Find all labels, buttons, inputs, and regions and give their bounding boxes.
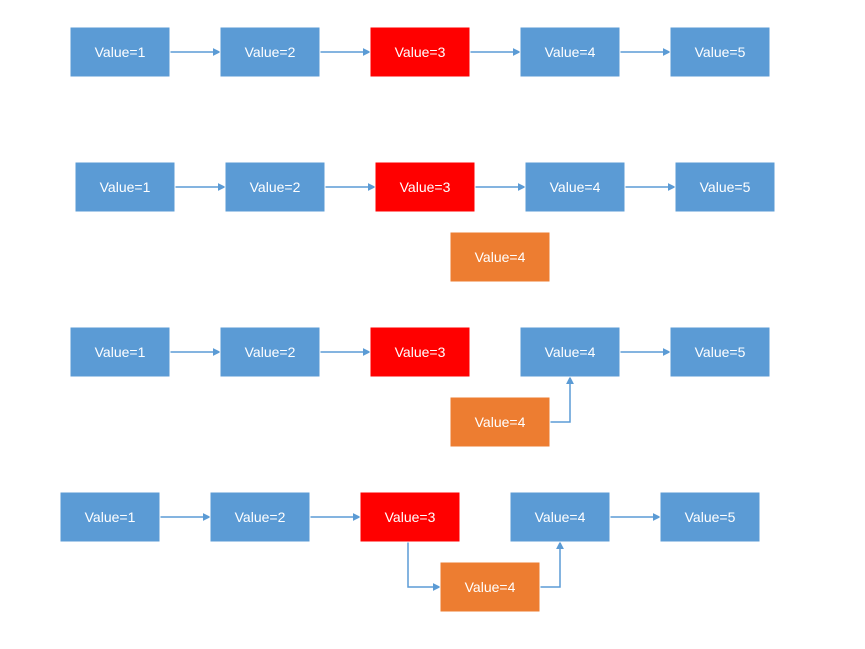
row-4-arrow-4	[540, 541, 564, 588]
node-box	[509, 491, 611, 543]
node-label: Value=4	[465, 579, 516, 595]
node-box	[219, 26, 321, 78]
row-1-node-2: Value=2	[219, 26, 321, 78]
row-3-node-1: Value=1	[69, 326, 171, 378]
row-4-node-5: Value=5	[659, 491, 761, 543]
row-3-node-4: Value=4	[519, 326, 621, 378]
node-label: Value=2	[235, 509, 286, 525]
row-4-node-6-new: Value=4	[439, 561, 541, 613]
row-4-arrow-5	[407, 542, 441, 591]
row-2-node-5: Value=5	[674, 161, 776, 213]
node-box	[359, 491, 461, 543]
node-box	[659, 491, 761, 543]
row-2-node-1: Value=1	[74, 161, 176, 213]
node-box	[59, 491, 161, 543]
node-label: Value=1	[95, 44, 146, 60]
row-2-node-2: Value=2	[224, 161, 326, 213]
node-box	[524, 161, 626, 213]
node-box	[369, 326, 471, 378]
node-label: Value=3	[395, 44, 446, 60]
node-label: Value=4	[550, 179, 601, 195]
node-label: Value=5	[685, 509, 736, 525]
row-3-node-3-target: Value=3	[369, 326, 471, 378]
row-1-node-3-target: Value=3	[369, 26, 471, 78]
row-3-node-5: Value=5	[669, 326, 771, 378]
node-box	[369, 26, 471, 78]
node-box	[519, 326, 621, 378]
node-box	[74, 161, 176, 213]
node-box	[519, 26, 621, 78]
node-label: Value=4	[535, 509, 586, 525]
node-box	[449, 231, 551, 283]
node-label: Value=4	[475, 249, 526, 265]
row-1-node-1: Value=1	[69, 26, 171, 78]
row-4-node-3-target: Value=3	[359, 491, 461, 543]
node-label: Value=1	[95, 344, 146, 360]
node-box	[69, 326, 171, 378]
node-label: Value=4	[545, 344, 596, 360]
node-label: Value=5	[700, 179, 751, 195]
node-label: Value=1	[100, 179, 151, 195]
connectors-layer	[160, 48, 676, 591]
node-box	[439, 561, 541, 613]
node-label: Value=3	[400, 179, 451, 195]
row-1-node-5: Value=5	[669, 26, 771, 78]
node-box	[374, 161, 476, 213]
node-label: Value=3	[385, 509, 436, 525]
node-box	[669, 326, 771, 378]
node-label: Value=4	[475, 414, 526, 430]
row-2-node-4: Value=4	[524, 161, 626, 213]
node-label: Value=3	[395, 344, 446, 360]
node-label: Value=1	[85, 509, 136, 525]
row-4-node-1: Value=1	[59, 491, 161, 543]
node-box	[69, 26, 171, 78]
row-3-node-2: Value=2	[219, 326, 321, 378]
node-box	[209, 491, 311, 543]
node-box	[669, 26, 771, 78]
row-2-node-6-new: Value=4	[449, 231, 551, 283]
node-label: Value=5	[695, 44, 746, 60]
node-label: Value=5	[695, 344, 746, 360]
node-label: Value=2	[250, 179, 301, 195]
node-box	[449, 396, 551, 448]
node-label: Value=4	[545, 44, 596, 60]
node-box	[224, 161, 326, 213]
row-3-arrow-4	[550, 376, 574, 423]
row-3-node-6-new: Value=4	[449, 396, 551, 448]
node-label: Value=2	[245, 44, 296, 60]
row-1-node-4: Value=4	[519, 26, 621, 78]
row-4-node-4: Value=4	[509, 491, 611, 543]
node-box	[674, 161, 776, 213]
node-label: Value=2	[245, 344, 296, 360]
node-box	[219, 326, 321, 378]
row-4-node-2: Value=2	[209, 491, 311, 543]
row-2-node-3-target: Value=3	[374, 161, 476, 213]
